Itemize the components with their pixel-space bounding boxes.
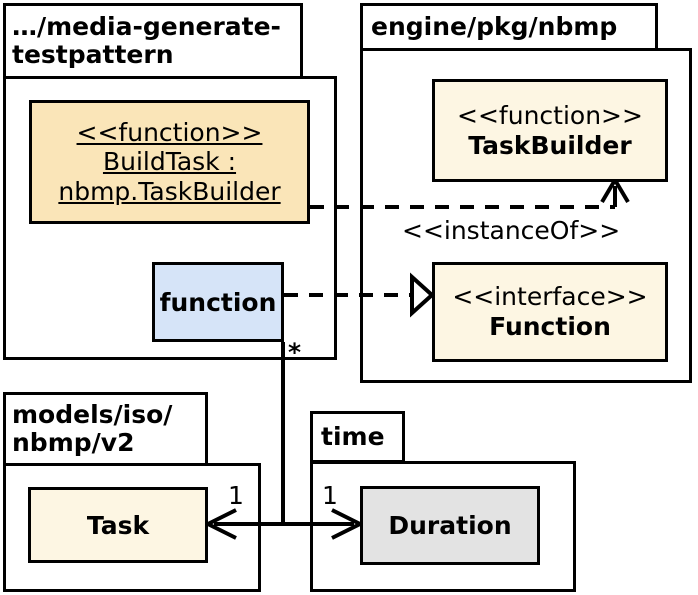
class-box-duration[interactable]: Duration xyxy=(360,486,540,565)
package-label: time xyxy=(321,422,385,451)
class-name-line1: BuildTask : xyxy=(102,147,237,177)
multiplicity-duration-one: 1 xyxy=(322,481,338,510)
class-name-line2: nbmp.TaskBuilder xyxy=(58,176,281,206)
class-box-build-task[interactable]: <<function>> BuildTask : nbmp.TaskBuilde… xyxy=(29,100,310,224)
class-name: Duration xyxy=(388,511,512,540)
package-tab-engine-pkg-nbmp[interactable]: engine/pkg/nbmp xyxy=(360,3,658,51)
class-box-task[interactable]: Task xyxy=(28,487,208,563)
package-tab-time[interactable]: time xyxy=(310,411,405,463)
class-name: Function xyxy=(489,312,611,341)
class-box-function-interface[interactable]: <<interface>> Function xyxy=(432,262,668,362)
package-tab-models-iso-nbmp-v2[interactable]: models/iso/ nbmp/v2 xyxy=(3,392,208,466)
package-label: engine/pkg/nbmp xyxy=(371,12,618,41)
class-stereotype: <<interface>> xyxy=(452,282,648,311)
class-stereotype: <<function>> xyxy=(76,117,263,147)
class-stereotype: <<function>> xyxy=(457,100,643,130)
package-label-line1: models/iso/ xyxy=(12,400,173,429)
class-box-function-instance[interactable]: function xyxy=(152,262,284,342)
package-label-line1: …/media-generate- xyxy=(12,12,281,41)
multiplicity-task-one: 1 xyxy=(228,481,244,510)
package-label-line2: testpattern xyxy=(12,40,174,69)
edge-label-instance-of: <<instanceOf>> xyxy=(402,216,621,245)
class-name: function xyxy=(159,287,277,317)
package-tab-media-generate-testpattern[interactable]: …/media-generate- testpattern xyxy=(3,3,303,79)
class-box-task-builder[interactable]: <<function>> TaskBuilder xyxy=(432,79,668,182)
class-name: TaskBuilder xyxy=(468,130,632,160)
package-label-line2: nbmp/v2 xyxy=(12,428,135,457)
class-name: Task xyxy=(86,510,150,540)
multiplicity-star: * xyxy=(288,338,302,367)
